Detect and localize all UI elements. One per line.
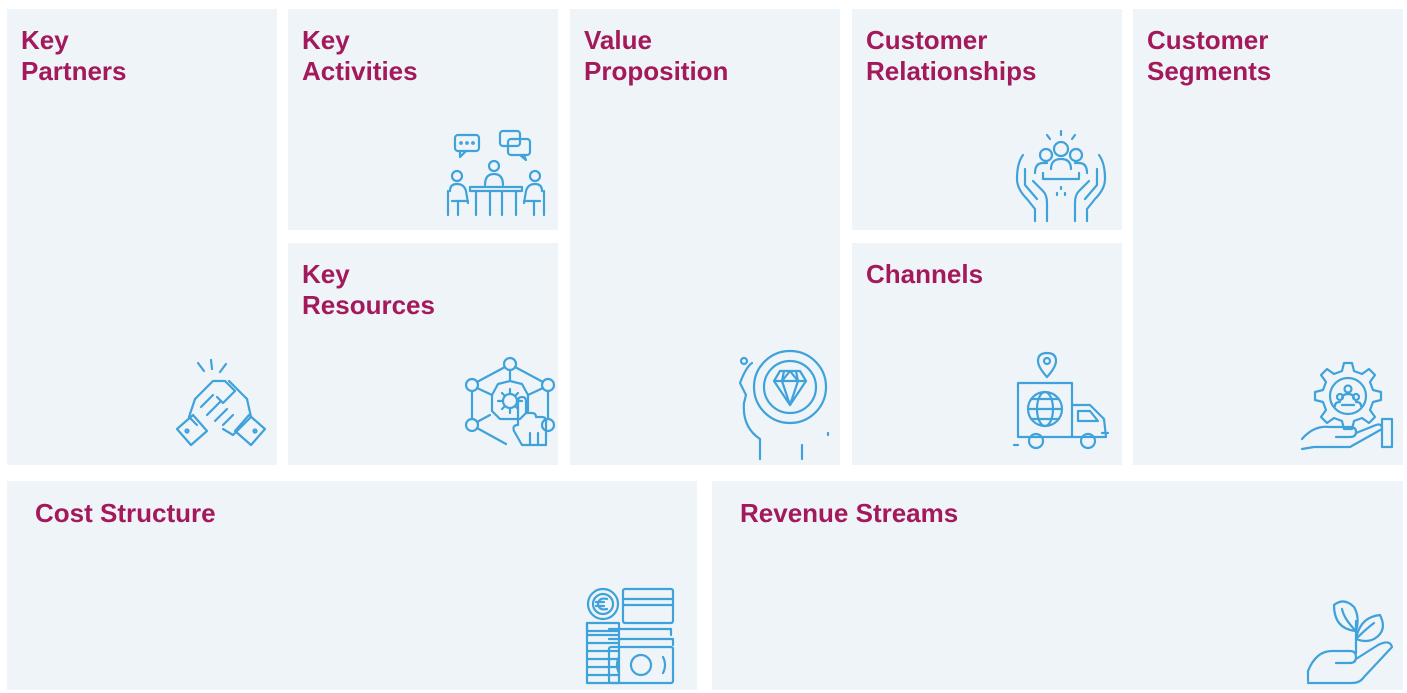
value-proposition-block: Value Proposition <box>570 9 840 465</box>
network-gear-icon <box>462 355 558 451</box>
revenue-streams-title: Revenue Streams <box>740 498 959 528</box>
key-resources-block: Key Resources <box>288 243 558 465</box>
key-activities-block: Key Activities <box>288 9 558 230</box>
hand-plant-icon <box>1304 591 1396 687</box>
customer-relationships-title: Customer Relationships <box>866 25 1037 86</box>
key-partners-title: Key Partners <box>21 25 127 86</box>
hands-people-icon <box>1013 129 1109 223</box>
meeting-icon <box>446 129 546 217</box>
channels-block: Channels <box>852 243 1122 465</box>
customer-segments-block: Customer Segments <box>1133 9 1403 465</box>
customer-segments-title: Customer Segments <box>1147 25 1272 86</box>
key-resources-title: Key Resources <box>302 259 435 320</box>
revenue-streams-block: Revenue Streams <box>712 481 1403 690</box>
money-card-coins-icon <box>583 587 679 687</box>
channels-title: Channels <box>866 259 984 289</box>
head-diamond-icon <box>738 347 836 465</box>
key-partners-block: Key Partners <box>7 9 277 465</box>
cost-structure-block: Cost Structure <box>7 481 697 690</box>
cost-structure-title: Cost Structure <box>35 498 216 528</box>
hand-gear-people-icon <box>1300 361 1396 451</box>
key-activities-title: Key Activities <box>302 25 418 86</box>
delivery-truck-globe-icon <box>1012 351 1110 453</box>
customer-relationships-block: Customer Relationships <box>852 9 1122 230</box>
value-proposition-title: Value Proposition <box>584 25 729 86</box>
handshake-icon <box>173 358 269 455</box>
